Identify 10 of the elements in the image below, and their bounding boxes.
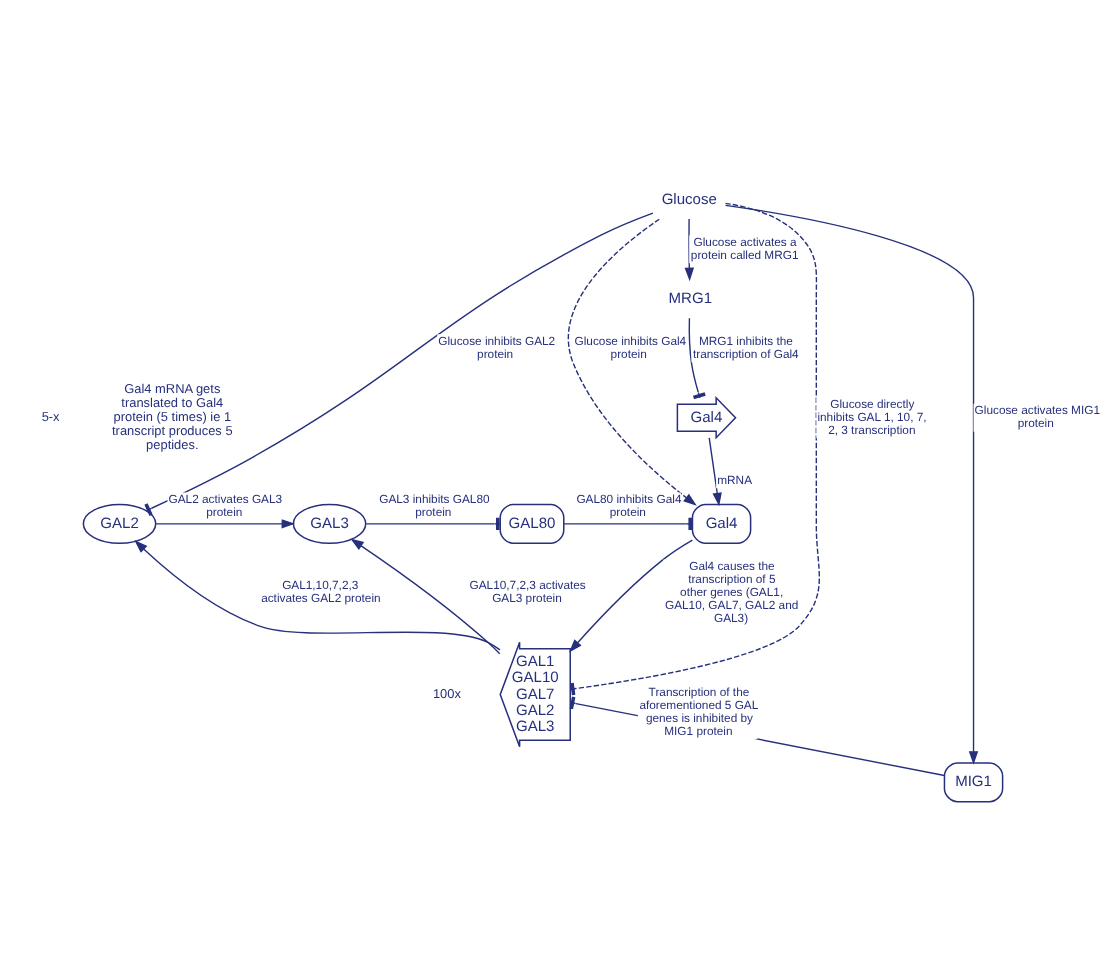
arrow	[724, 203, 979, 764]
arrow	[567, 217, 697, 505]
arrow	[350, 537, 501, 654]
connector	[365, 516, 501, 529]
connector	[563, 516, 694, 529]
arrow	[684, 217, 695, 281]
arrow	[134, 539, 501, 650]
arrow	[708, 436, 722, 506]
arrow	[569, 538, 694, 652]
arrow	[155, 518, 296, 528]
